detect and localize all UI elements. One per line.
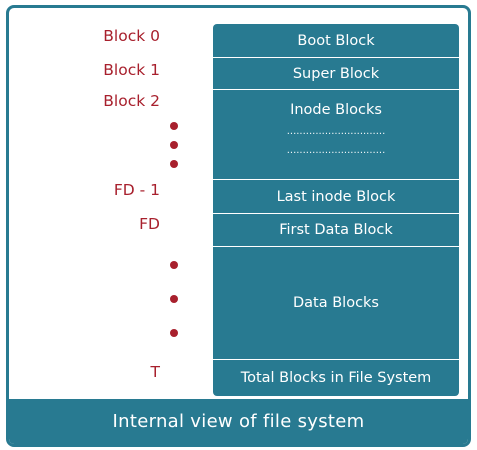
last-inode-block: Last inode Block: [213, 180, 459, 214]
ellipsis-dot: [170, 160, 178, 168]
ellipsis-dot: [170, 141, 178, 149]
block-stack: Boot Block Super Block Inode Blocks ....…: [213, 24, 459, 396]
ellipsis-dot: [170, 122, 178, 130]
total-blocks-label: Total Blocks in File System: [240, 370, 432, 386]
first-data-block: First Data Block: [213, 214, 459, 247]
data-blocks-label: Data Blocks: [292, 295, 379, 311]
ellipsis-dot: [170, 295, 178, 303]
caption-bar: Internal view of file system: [9, 399, 468, 444]
inode-blocks: Inode Blocks ...........................…: [213, 90, 459, 180]
data-blocks: Data Blocks: [213, 247, 459, 360]
super-block-label: Super Block: [292, 65, 380, 82]
first-data-block-label: First Data Block: [279, 222, 393, 238]
label-t: T: [150, 363, 160, 381]
total-blocks: Total Blocks in File System: [213, 360, 459, 396]
label-block-2: Block 2: [103, 92, 160, 110]
caption: Internal view of file system: [112, 411, 365, 432]
boot-block-label: Boot Block: [297, 32, 375, 49]
label-block-1: Block 1: [103, 61, 160, 79]
label-fd: FD: [139, 215, 160, 233]
last-inode-block-label: Last inode Block: [276, 188, 396, 205]
boot-block: Boot Block: [213, 24, 459, 58]
label-block-0: Block 0: [103, 27, 160, 45]
super-block: Super Block: [213, 58, 459, 90]
ellipsis-dot: [170, 329, 178, 337]
ellipsis-dot: [170, 261, 178, 269]
inode-blocks-label: Inode Blocks: [290, 102, 382, 118]
label-fd-minus-1: FD - 1: [113, 181, 160, 199]
inode-dotted-line-1: ...............................: [286, 126, 386, 137]
inode-dotted-line-2: ...............................: [286, 145, 386, 156]
diagram-frame: Boot Block Super Block Inode Blocks ....…: [6, 5, 471, 447]
